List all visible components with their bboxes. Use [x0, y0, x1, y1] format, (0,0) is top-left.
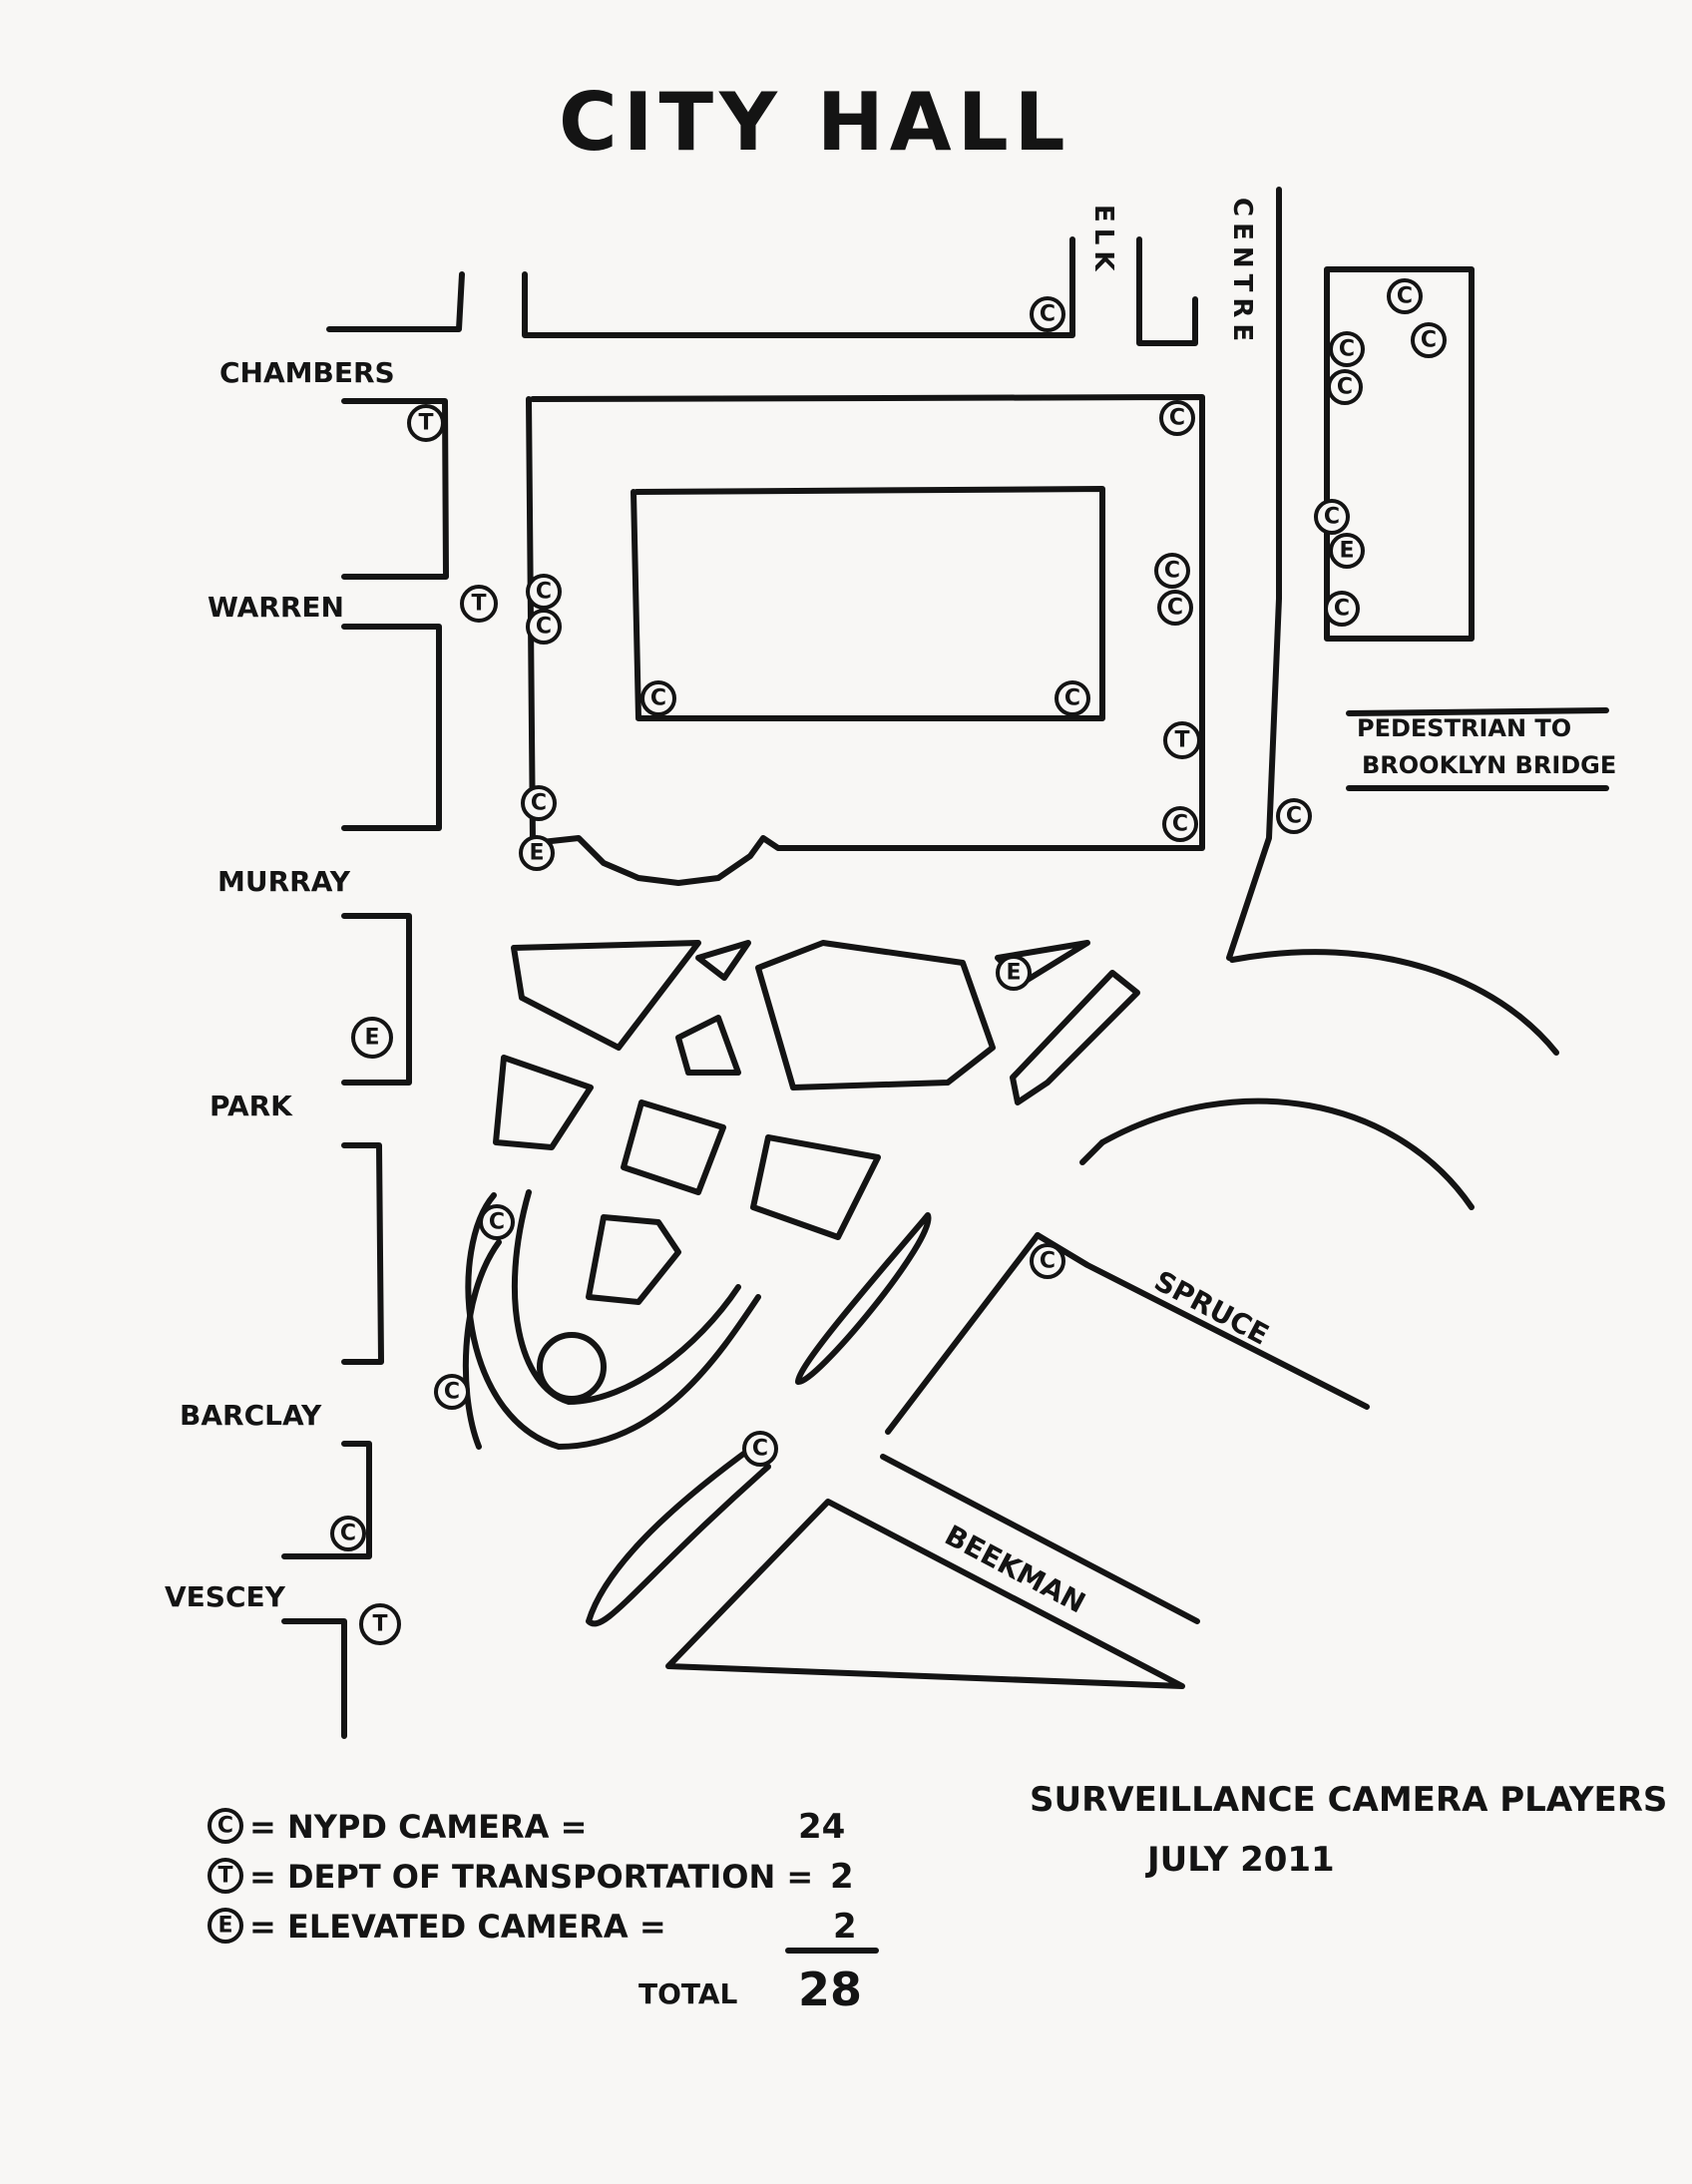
- nypd-camera-icon: C: [1276, 798, 1312, 834]
- nypd-camera-icon: C: [1055, 680, 1090, 716]
- nypd-camera-icon: C: [1030, 296, 1065, 332]
- svg-text:C: C: [1339, 337, 1355, 362]
- svg-text:C: C: [531, 791, 547, 816]
- svg-text:C: C: [1397, 284, 1413, 309]
- pedestrian-note-line1: PEDESTRIAN TO: [1357, 714, 1571, 742]
- nypd-camera-icon: C: [1159, 400, 1195, 436]
- legend: C = NYPD CAMERA = 24 T = DEPT OF TRANSPO…: [208, 1807, 879, 2016]
- dot-camera-icon: T: [359, 1603, 401, 1645]
- credit-line1: SURVEILLANCE CAMERA PLAYERS: [1030, 1780, 1667, 1820]
- svg-text:E: E: [364, 1026, 379, 1051]
- svg-text:C: C: [1040, 1249, 1056, 1274]
- nypd-camera-icon: C: [526, 609, 562, 645]
- svg-text:C: C: [1286, 804, 1302, 829]
- street-lines: [281, 187, 1609, 1739]
- legend-label-elevated: = ELEVATED CAMERA =: [249, 1908, 666, 1946]
- svg-text:T: T: [471, 592, 486, 617]
- street-labels: CHAMBERS WARREN MURRAY PARK BARCLAY VESC…: [165, 198, 1616, 1620]
- elevated-camera-icon: E: [217, 1914, 232, 1939]
- svg-text:C: C: [1164, 559, 1180, 584]
- nypd-camera-icon: C: [479, 1204, 515, 1240]
- svg-text:C: C: [340, 1522, 356, 1546]
- nypd-camera-icon: C: [1162, 806, 1198, 842]
- street-label-barclay: BARCLAY: [180, 1399, 322, 1432]
- nypd-camera-icon: C: [1327, 369, 1363, 405]
- pedestrian-note-line2: BROOKLYN BRIDGE: [1362, 751, 1616, 779]
- svg-text:C: C: [1334, 597, 1350, 622]
- elevated-camera-icon: E: [519, 835, 555, 871]
- svg-text:T: T: [372, 1612, 387, 1637]
- nypd-camera-icon: C: [526, 574, 562, 610]
- nypd-camera-icon: C: [1329, 331, 1365, 367]
- nypd-camera-icon: C: [1411, 322, 1447, 358]
- street-label-park: PARK: [210, 1090, 293, 1122]
- legend-label-dot: = DEPT OF TRANSPORTATION =: [249, 1858, 813, 1896]
- camera-markers: C C C C C C C C C C C C C C C C C C C C …: [330, 278, 1447, 1645]
- svg-text:E: E: [1339, 539, 1354, 564]
- svg-text:C: C: [1337, 375, 1353, 400]
- nypd-camera-icon: C: [1314, 499, 1350, 535]
- svg-text:C: C: [1421, 328, 1437, 353]
- nypd-camera-icon: C: [521, 785, 557, 821]
- dot-camera-icon: T: [407, 404, 445, 442]
- dot-camera-icon: T: [460, 585, 498, 623]
- nypd-camera-icon: C: [742, 1431, 778, 1467]
- svg-text:E: E: [1006, 961, 1021, 986]
- nypd-camera-icon: C: [640, 680, 676, 716]
- legend-count-dot: 2: [830, 1857, 854, 1897]
- nypd-camera-icon: C: [217, 1814, 233, 1839]
- nypd-camera-icon: C: [330, 1516, 366, 1551]
- legend-count-nypd: 24: [798, 1807, 845, 1847]
- svg-text:C: C: [1324, 505, 1340, 530]
- svg-text:E: E: [529, 841, 544, 866]
- elevated-camera-icon: E: [996, 955, 1032, 991]
- svg-text:C: C: [1169, 406, 1185, 431]
- map-title: CITY HALL: [559, 76, 1071, 169]
- svg-text:C: C: [536, 580, 552, 605]
- elevated-camera-icon: E: [351, 1017, 393, 1059]
- svg-text:C: C: [444, 1380, 460, 1405]
- svg-text:C: C: [1064, 686, 1080, 711]
- svg-text:C: C: [489, 1210, 505, 1235]
- street-label-chambers: CHAMBERS: [219, 356, 395, 389]
- legend-label-nypd: = NYPD CAMERA =: [249, 1808, 587, 1846]
- svg-text:C: C: [1167, 596, 1183, 621]
- svg-text:C: C: [650, 686, 666, 711]
- nypd-camera-icon: C: [1030, 1243, 1065, 1279]
- nypd-camera-icon: C: [434, 1374, 470, 1410]
- legend-row-elevated: E = ELEVATED CAMERA = 2: [208, 1907, 857, 1947]
- svg-text:C: C: [752, 1437, 768, 1462]
- legend-row-dot: T = DEPT OF TRANSPORTATION = 2: [208, 1857, 854, 1897]
- nypd-camera-icon: C: [1154, 553, 1190, 589]
- nypd-camera-icon: C: [1387, 278, 1423, 314]
- street-label-vescey: VESCEY: [165, 1580, 286, 1613]
- street-label-elk: ELK: [1088, 205, 1118, 276]
- elevated-camera-icon: E: [1329, 533, 1365, 569]
- street-label-warren: WARREN: [208, 591, 344, 624]
- nypd-camera-icon: C: [1324, 591, 1360, 627]
- dot-camera-icon: T: [1163, 721, 1201, 759]
- svg-text:C: C: [1040, 302, 1056, 327]
- svg-text:T: T: [418, 411, 433, 436]
- svg-text:C: C: [1172, 812, 1188, 837]
- credit: SURVEILLANCE CAMERA PLAYERS JULY 2011: [1030, 1780, 1667, 1880]
- svg-text:C: C: [536, 615, 552, 640]
- legend-row-nypd: C = NYPD CAMERA = 24: [208, 1807, 845, 1847]
- dot-camera-icon: T: [217, 1864, 232, 1889]
- credit-line2: JULY 2011: [1145, 1840, 1335, 1880]
- legend-count-elevated: 2: [833, 1907, 857, 1947]
- svg-text:T: T: [1174, 728, 1189, 753]
- legend-total-count: 28: [798, 1963, 862, 2016]
- street-label-murray: MURRAY: [217, 865, 351, 898]
- nypd-camera-icon: C: [1157, 590, 1193, 626]
- street-label-centre: CENTRE: [1227, 198, 1257, 347]
- legend-total-label: TOTAL: [638, 1977, 737, 2010]
